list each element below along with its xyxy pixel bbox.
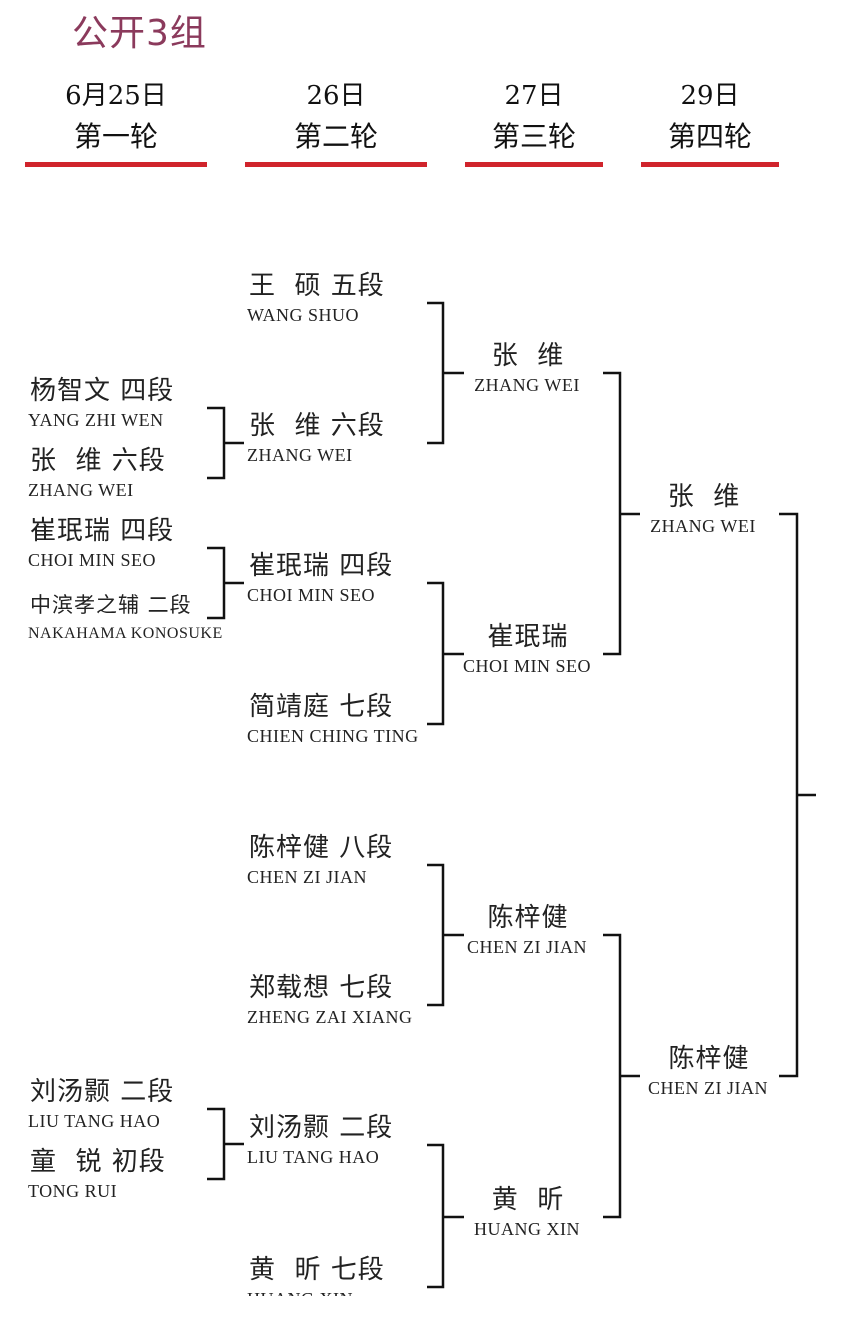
bracket-r1-a — [207, 406, 226, 480]
round-header-1: 6月25日 第一轮 — [25, 78, 207, 167]
player-name-cn: 陈梓健 八段 — [249, 833, 394, 863]
r1-player-6: 童 锐 初段 TONG RUI — [28, 1145, 166, 1203]
bracket-r3-b — [603, 933, 622, 1219]
player-name-en: ZHANG WEI — [28, 480, 134, 500]
player-name-cn: 张 维 六段 — [249, 411, 385, 441]
player-name-en: ZHANG WEI — [650, 516, 756, 536]
r2-player-6: 郑载想 七段 ZHENG ZAI XIANG — [247, 971, 413, 1029]
player-name-cn: 简靖庭 七段 — [249, 692, 394, 722]
player-name-cn: 张 维 — [667, 482, 741, 512]
r4-player-2: 陈梓健 CHEN ZI JIAN — [643, 1042, 775, 1100]
round-date: 6月25日 — [65, 81, 167, 111]
round-underline — [641, 162, 779, 167]
r1-player-3: 崔珉瑞 四段 CHOI MIN SEO — [28, 514, 175, 572]
bracket-r3-a — [603, 371, 622, 656]
player-name-cn: 陈梓健 — [487, 903, 569, 933]
r3-player-1: 张 维 ZHANG WEI — [463, 339, 593, 397]
player-name-cn: 王 硕 五段 — [249, 271, 385, 301]
player-name-en: CHOI MIN SEO — [247, 585, 376, 605]
player-name-en: CHEN ZI JIAN — [467, 937, 587, 957]
player-name-cn: 郑载想 七段 — [249, 973, 394, 1003]
round-date: 27日 — [504, 81, 564, 111]
player-name-cn: 杨智文 四段 — [30, 376, 175, 406]
player-name-en: NAKAHAMA KONOSUKE — [28, 625, 223, 642]
player-name-cn: 张 维 — [491, 341, 565, 371]
player-name-en: CHIEN CHING TING — [247, 726, 419, 746]
r4-player-1: 张 维 ZHANG WEI — [639, 480, 769, 538]
r1-player-1: 杨智文 四段 YANG ZHI WEN — [28, 374, 175, 432]
r3-player-2: 崔珉瑞 CHOI MIN SEO — [463, 620, 593, 678]
r2-player-7: 刘汤颢 二段 LIU TANG HAO — [247, 1111, 394, 1169]
bracket-r2-c — [427, 863, 445, 1007]
round-name: 第一轮 — [73, 120, 158, 153]
player-name-cn: 黄 昕 — [491, 1185, 565, 1215]
player-name-cn: 崔珉瑞 四段 — [30, 516, 175, 546]
r1-player-2: 张 维 六段 ZHANG WEI — [28, 444, 166, 502]
player-name-cn: 黄 昕 七段 — [249, 1255, 385, 1285]
r2-player-5: 陈梓健 八段 CHEN ZI JIAN — [247, 831, 394, 889]
page-title: 公开3组 — [72, 13, 207, 54]
r3-player-4: 黄 昕 HUANG XIN — [463, 1183, 593, 1241]
round-date: 26日 — [306, 81, 366, 111]
r2-player-1: 王 硕 五段 WANG SHUO — [247, 269, 385, 327]
player-name-en: CHOI MIN SEO — [462, 656, 591, 676]
player-name-en: CHEN ZI JIAN — [648, 1078, 768, 1098]
round-header-4: 29日 第四轮 — [641, 78, 779, 167]
page-crop-edge — [0, 1296, 857, 1335]
bracket-r2-b — [427, 581, 445, 726]
round-underline — [245, 162, 427, 167]
player-name-cn: 中滨孝之辅 二段 — [30, 593, 192, 617]
player-name-en: HUANG XIN — [474, 1219, 580, 1239]
round-header-3: 27日 第三轮 — [465, 78, 603, 167]
player-name-cn: 刘汤颢 二段 — [249, 1113, 394, 1143]
player-name-en: CHEN ZI JIAN — [247, 867, 367, 887]
player-name-cn: 张 维 六段 — [30, 446, 166, 476]
player-name-cn: 崔珉瑞 四段 — [249, 551, 394, 581]
round-name: 第二轮 — [293, 120, 378, 153]
player-name-cn: 童 锐 初段 — [30, 1147, 166, 1177]
r3-player-3: 陈梓健 CHEN ZI JIAN — [463, 901, 593, 959]
player-name-cn: 陈梓健 — [668, 1044, 750, 1074]
player-name-en: LIU TANG HAO — [247, 1147, 380, 1167]
player-name-cn: 崔珉瑞 — [487, 622, 569, 652]
player-name-en: TONG RUI — [28, 1181, 118, 1201]
bracket-r2-d — [427, 1143, 445, 1289]
player-name-en: YANG ZHI WEN — [28, 410, 164, 430]
round-date: 29日 — [680, 81, 740, 111]
player-name-en: LIU TANG HAO — [28, 1111, 161, 1131]
player-name-en: WANG SHUO — [247, 305, 359, 325]
r1-player-5: 刘汤颢 二段 LIU TANG HAO — [28, 1075, 175, 1133]
player-name-en: ZHENG ZAI XIANG — [247, 1007, 413, 1027]
player-name-en: ZHANG WEI — [474, 375, 580, 395]
round-header-2: 26日 第二轮 — [245, 78, 427, 167]
r2-player-2: 张 维 六段 ZHANG WEI — [247, 409, 385, 467]
round-name: 第四轮 — [667, 120, 752, 153]
round-name: 第三轮 — [491, 120, 576, 153]
bracket-r1-c — [207, 1107, 226, 1181]
player-name-en: ZHANG WEI — [247, 445, 353, 465]
round-underline — [465, 162, 603, 167]
r1-player-4: 中滨孝之辅 二段 NAKAHAMA KONOSUKE — [28, 588, 223, 646]
player-name-cn: 刘汤颢 二段 — [30, 1077, 175, 1107]
bracket-r2-a — [427, 301, 445, 445]
bracket-final — [779, 512, 799, 1078]
r2-player-4: 简靖庭 七段 CHIEN CHING TING — [247, 690, 419, 748]
round-underline — [25, 162, 207, 167]
r2-player-3: 崔珉瑞 四段 CHOI MIN SEO — [247, 549, 394, 607]
player-name-en: CHOI MIN SEO — [28, 550, 157, 570]
